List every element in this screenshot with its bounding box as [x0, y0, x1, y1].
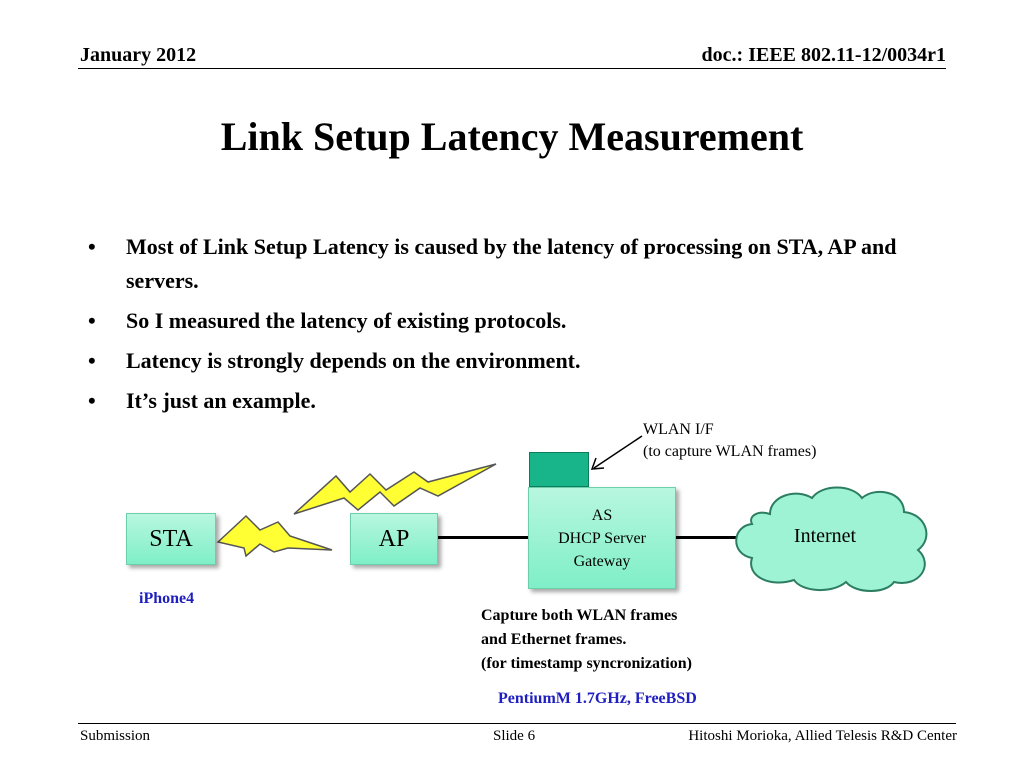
internet-cloud-icon — [735, 486, 928, 592]
header-doc-id: doc.: IEEE 802.11-12/0034r1 — [701, 44, 946, 66]
capture-line: (for timestamp syncronization) — [481, 655, 692, 672]
header-divider — [78, 68, 946, 69]
header-date: January 2012 — [80, 44, 197, 66]
link-ap-as — [436, 536, 528, 539]
bullet-item: • Latency is strongly depends on the envi… — [88, 344, 948, 378]
link-as-internet — [674, 536, 744, 539]
bullet-text: It’s just an example. — [126, 388, 316, 413]
bullet-dot-icon: • — [88, 388, 96, 413]
wlan-pointer-arrow-icon — [590, 435, 643, 470]
bullet-item: • Most of Link Setup Latency is caused by… — [88, 230, 948, 298]
as-server-node: AS DHCP Server Gateway — [528, 487, 676, 589]
bullet-text: Most of Link Setup Latency is caused by … — [126, 234, 897, 293]
bullet-item: • So I measured the latency of existing p… — [88, 304, 948, 338]
ap-node: AP — [350, 513, 438, 565]
bullet-dot-icon: • — [88, 234, 96, 259]
footer-author: Hitoshi Morioka, Allied Telesis R&D Cent… — [688, 728, 957, 744]
footer-submission: Submission — [80, 728, 151, 744]
as-label: AS — [591, 506, 613, 524]
sta-device-label: iPhone4 — [139, 590, 195, 607]
sta-node: STA — [126, 513, 216, 565]
bullet-text: Latency is strongly depends on the envir… — [126, 348, 581, 373]
footer-slide-number: Slide 6 — [493, 728, 536, 744]
footer-divider — [78, 723, 956, 724]
wireless-bolt-ap-icon — [293, 463, 497, 515]
wlan-if-label: WLAN I/F (to capture WLAN frames) — [643, 419, 816, 463]
capture-line: Capture both WLAN frames — [481, 607, 678, 624]
server-hw-label: PentiumM 1.7GHz, FreeBSD — [498, 690, 697, 707]
slide-title: Link Setup Latency Measurement — [220, 114, 804, 159]
bullet-dot-icon: • — [88, 308, 96, 333]
capture-line: and Ethernet frames. — [481, 631, 627, 648]
internet-label: Internet — [793, 525, 857, 547]
gateway-label: Gateway — [573, 552, 631, 570]
wlan-interface-box — [529, 452, 589, 487]
wlan-if-note: (to capture WLAN frames) — [643, 443, 817, 460]
capture-note: Capture both WLAN frames and Ethernet fr… — [481, 604, 692, 676]
bullet-item: • It’s just an example. — [88, 384, 948, 418]
bullet-list: • Most of Link Setup Latency is caused by… — [88, 230, 948, 424]
bullet-text: So I measured the latency of existing pr… — [126, 308, 567, 333]
wireless-bolt-sta-icon — [216, 514, 333, 558]
dhcp-label: DHCP Server — [558, 529, 646, 547]
wlan-if-title: WLAN I/F — [643, 421, 714, 438]
bullet-dot-icon: • — [88, 348, 96, 373]
